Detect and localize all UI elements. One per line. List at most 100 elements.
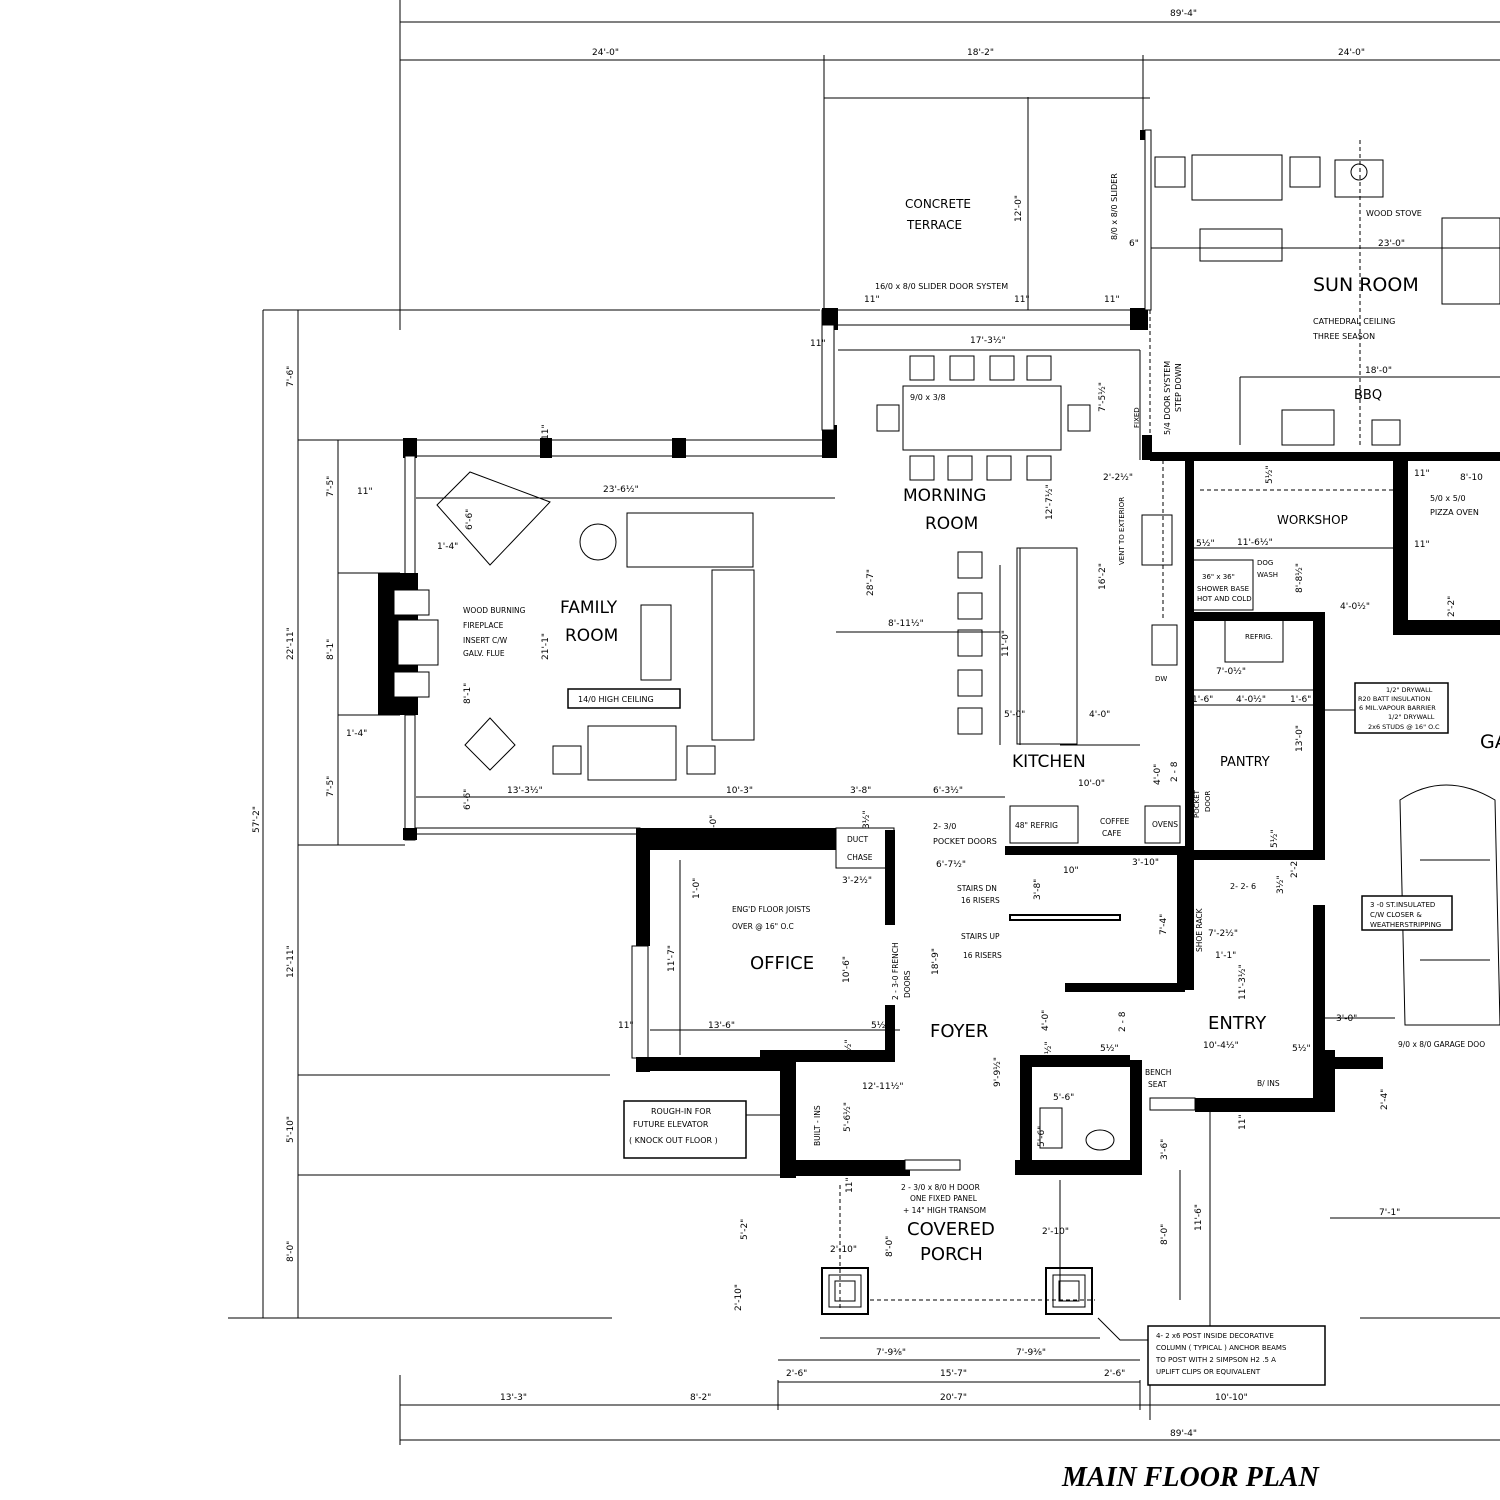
note-stairs-dn-2: 16 RISERS	[961, 896, 1000, 905]
note-refrig-48: 48" REFRIG	[1015, 821, 1058, 830]
kitchen-island	[1016, 547, 1078, 745]
note-stairs-dn-1: STAIRS DN	[957, 884, 997, 893]
car	[1399, 784, 1500, 1026]
wood-stove	[1334, 159, 1384, 198]
sofa	[1191, 154, 1283, 201]
dimension-label: 1'-6"	[1192, 695, 1213, 705]
note-pocket-doors-2: POCKET DOORS	[933, 837, 997, 846]
dimension-label: 7'-9⅜"	[876, 1348, 906, 1358]
dimension-label: 8'-2"	[690, 1393, 711, 1403]
dimension-label: 1'-4"	[346, 729, 367, 739]
note-refrig-pantry: REFRIG.	[1245, 633, 1273, 641]
ceiling-note-box	[567, 688, 681, 709]
dimension-label: 22'-11"	[286, 627, 296, 660]
room-label-office: OFFICE	[750, 953, 814, 974]
room-label-bbq: BBQ	[1354, 388, 1382, 403]
note-b-ins: B/ INS	[1257, 1079, 1280, 1088]
note-vent: VENT TO EXTERIOR	[1118, 497, 1126, 565]
note-garage-door-note-1: C/W CLOSER &	[1370, 911, 1422, 919]
dimension-label: 8'-11½"	[888, 619, 924, 629]
note-dog-1: DOG	[1257, 559, 1273, 567]
note-joists-2: OVER @ 16" O.C	[732, 922, 794, 931]
armchair	[1289, 156, 1321, 188]
dimension-label: 11"	[357, 487, 373, 497]
note-built-ins: BUILT - INS	[813, 1105, 822, 1146]
dimension-label: 1'-4"	[437, 542, 458, 552]
dimension-label: 28'-7"	[866, 569, 876, 596]
dimension-label: 5'-6"	[1053, 1093, 1074, 1103]
dimension-label: 10'-3"	[726, 786, 753, 796]
dimension-label: 11"	[541, 424, 551, 440]
walls	[378, 129, 1500, 1315]
dimension-label: 8'-0"	[286, 1241, 296, 1262]
dimension-label: 7'-5½"	[1098, 382, 1108, 412]
dimension-label: 1'-0"	[709, 815, 719, 836]
dimension-label: 9'-9½"	[993, 1057, 1003, 1087]
dimension-label: 13'-3"	[500, 1393, 527, 1403]
dimension-label: 12'-7½"	[1045, 484, 1055, 520]
note-elevator-1: FUTURE ELEVATOR	[633, 1120, 709, 1129]
note-wall-assembly-4: 2x6 STUDS @ 16" O.C	[1368, 723, 1440, 731]
note-front-door-1: ONE FIXED PANEL	[910, 1194, 978, 1203]
note-post-note-1: COLUMN ( TYPICAL ) ANCHOR BEAMS	[1156, 1344, 1287, 1352]
room-label-pantry: PANTRY	[1220, 755, 1270, 770]
dimension-label: 2'-10"	[1042, 1227, 1069, 1237]
dimension-label: 20'-7"	[940, 1393, 967, 1403]
dimension-label: 7'-1"	[1379, 1208, 1400, 1218]
note-joists-1: ENG'D FLOOR JOISTS	[732, 905, 811, 914]
dimension-label: 2'-2"	[1290, 857, 1300, 878]
dimension-label: 2'-10"	[734, 1284, 744, 1311]
dimension-label: 6"	[1129, 239, 1139, 249]
note-stairs-up-2: 16 RISERS	[963, 951, 1002, 960]
dimension-label: 21'-1"	[541, 633, 551, 660]
dimension-label: 5'-0"	[1004, 710, 1025, 720]
dimension-label: 6'-6"	[463, 789, 473, 810]
dimension-lines	[228, 0, 1500, 1445]
dining-chairs	[876, 355, 1091, 481]
furniture	[436, 154, 1500, 1111]
note-french-1: 2 - 3-0 FRENCH	[891, 942, 900, 1000]
dimension-label: 11"	[864, 295, 880, 305]
dimension-label: 5½"	[1100, 1044, 1119, 1054]
note-wood-built-ins: WOOD BULT - INS	[733, 837, 799, 846]
dimension-label: 11'-6½"	[1237, 538, 1273, 548]
note-fixed: FIXED	[1133, 407, 1141, 428]
dimension-label: 5'-10"	[286, 1116, 296, 1143]
sectional-sofa	[711, 569, 755, 741]
shower-base	[1192, 559, 1254, 611]
ovens	[1144, 805, 1181, 844]
dimension-label: 2'-2½"	[1103, 473, 1133, 483]
dimension-label: 8'-10	[1460, 473, 1483, 483]
dimension-label: 7'-9⅜"	[1016, 1348, 1046, 1358]
room-label-family-1: FAMILY	[560, 598, 618, 618]
dimension-label: 12'-11½"	[862, 1082, 904, 1092]
dining-table	[902, 385, 1062, 451]
dimension-label: 10"	[1063, 866, 1079, 876]
sectional-sofa	[626, 512, 754, 568]
dimension-label: 5½"	[871, 1021, 890, 1031]
dimension-label: 11"	[1238, 1114, 1248, 1130]
dimension-label: 3½"	[1044, 1041, 1054, 1060]
garage-door-note-box	[1361, 895, 1453, 931]
room-label-workshop: WORKSHOP	[1277, 513, 1348, 527]
dimension-label: 10'-0"	[1078, 779, 1105, 789]
dimension-label: 10'-4½"	[1203, 1041, 1239, 1051]
dimension-label: 6'-7½"	[936, 860, 966, 870]
dimension-label: 17'-3½"	[970, 336, 1006, 346]
dimension-label: 11'-3½"	[1238, 964, 1248, 1000]
note-pizza-1: 5/0 x 5/0	[1430, 494, 1466, 503]
refrigerator	[1009, 805, 1079, 844]
note-fireplace-2: INSERT C/W	[463, 636, 508, 645]
note-garage-door-note-2: WEATHERSTRIPPING	[1370, 921, 1441, 929]
dimension-label: 11"	[1014, 295, 1030, 305]
dimension-label: 23'-6½"	[603, 485, 639, 495]
note-fireplace-0: WOOD BURNING	[463, 606, 526, 615]
note-elevator-0: ROUGH-IN FOR	[651, 1107, 712, 1116]
room-label-terrace-1: CONCRETE	[905, 197, 971, 211]
room-label-entry: ENTRY	[1208, 1013, 1267, 1034]
room-label-morning-1: MORNING	[903, 486, 986, 506]
room-label-garage-partial: GA	[1480, 731, 1500, 753]
dimension-label: 7'-5"	[326, 476, 336, 497]
note-post-note-0: 4- 2 x6 POST INSIDE DECORATIVE	[1156, 1332, 1274, 1340]
